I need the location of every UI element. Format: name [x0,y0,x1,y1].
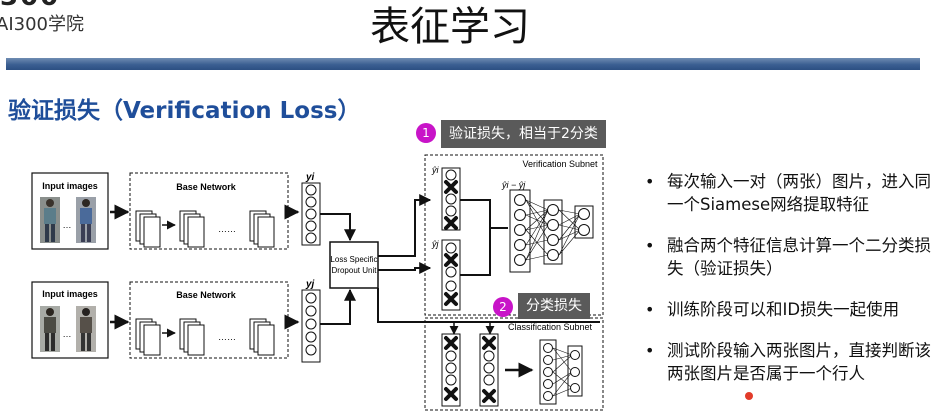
bullet-dot: • [645,300,655,319]
bullet-item: •训练阶段可以和ID损失一起使用 [645,300,900,319]
svg-text:ŷi: ŷi [431,165,440,175]
svg-text:Loss Specific: Loss Specific [330,255,377,264]
svg-text:…: … [63,329,72,339]
bullet-item: •测试阶段输入两张图片，直接判断该两张图片是否属于一个行人 [645,341,931,383]
verification-subnet: Verification Subnet ŷi ŷj ŷi − ŷj [424,154,604,316]
classification-subnet: Classification Subnet [424,317,604,411]
base-network-top: Base Network …… [129,172,289,250]
bullet-dot: • [645,341,655,360]
logo-mark: 300 [0,0,60,10]
callout-classification-loss-label: 分类损失 [518,293,590,319]
section-heading: 验证损失（Verification Loss） [8,98,361,124]
svg-text:Base Network: Base Network [176,290,237,300]
input-images-bottom: Input images … [31,281,109,359]
base-network-label-top: Base Network [176,182,237,192]
svg-text:yj: yj [305,279,315,290]
input-images-top: Input images … [31,172,109,250]
mouse-pointer [745,392,753,400]
base-network-bottom: Base Network …… [129,281,289,359]
bullet-dot: • [645,172,655,191]
person-photo-bottom-1 [40,306,60,352]
dots-top: …… [218,224,236,234]
callout-badge-1: 1 [416,123,436,143]
svg-text:Dropout Unit: Dropout Unit [332,266,378,275]
svg-text:Verification Subnet: Verification Subnet [522,159,598,169]
person-photo-top-1 [40,197,60,243]
bullet-dot: • [645,236,655,255]
title-divider-bar [6,58,920,70]
loss-specific-dropout-unit: Loss Specific Dropout Unit [329,241,379,289]
logo-text: AI300学院 [0,14,84,35]
callout-verification-loss-label: 验证损失，相当于2分类 [441,120,606,148]
bullet-item: •每次输入一对（两张）图片，进入同一个Siamese网络提取特征 [645,172,931,214]
svg-text:yi: yi [305,172,315,183]
bullet-list: •每次输入一对（两张）图片，进入同一个Siamese网络提取特征 •融合两个特征… [643,170,943,403]
input-images-label-top: Input images [42,181,98,191]
bullet-item: •融合两个特征信息计算一个二分类损失（验证损失） [645,236,931,278]
svg-text:Classification Subnet: Classification Subnet [508,322,593,332]
slide-title: 表征学习 [370,4,530,50]
svg-text:ŷi − ŷj: ŷi − ŷj [501,180,526,190]
feature-yi: yi [301,172,321,246]
siamese-verification-diagram: Input images … Base Network …… [31,154,604,411]
ellipsis-top: … [63,220,72,230]
svg-text:ŷj: ŷj [431,239,440,249]
callout-badge-2: 2 [493,297,513,317]
feature-yj: yj [301,279,321,363]
person-photo-top-2 [76,197,96,243]
svg-text:……: …… [218,332,236,342]
person-photo-bottom-2 [76,306,96,352]
input-images-label-bottom: Input images [42,289,98,299]
